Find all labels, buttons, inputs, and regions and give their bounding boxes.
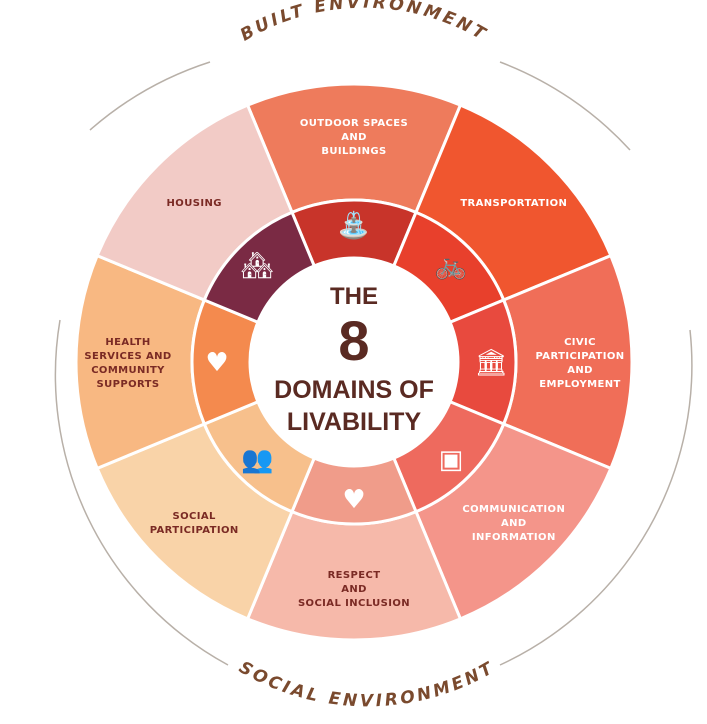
center-title-the: THE — [330, 283, 378, 310]
domain-label-civic-participation-and-employment: CIVIC PARTICIPATION AND EMPLOYMENT — [536, 337, 625, 390]
built-environment-text: BUILT ENVIRONMENT — [237, 0, 488, 45]
domain-label-outdoor-spaces-and-buildings: OUTDOOR SPACES AND BUILDINGS — [300, 118, 408, 157]
domain-label-line: SOCIAL — [173, 511, 217, 522]
domain-label-line: SUPPORTS — [97, 379, 160, 390]
people-icon: 👥 — [241, 445, 273, 475]
built-environment-arc — [89, 61, 211, 131]
park-icon: ⛲ — [338, 210, 370, 241]
houses-icon: 🏘 — [241, 251, 274, 281]
center-circle — [250, 258, 458, 466]
social-environment-arc — [54, 319, 229, 666]
domain-label-line: COMMUNITY — [91, 365, 165, 376]
domain-label-line: OUTDOOR SPACES — [300, 118, 408, 129]
domain-label-line: COMMUNICATION — [462, 504, 565, 515]
built-environment-label: BUILT ENVIRONMENT — [237, 0, 491, 45]
domain-label-line: INFORMATION — [472, 532, 556, 543]
building-columns-icon: 🏛 — [474, 348, 507, 378]
center-title-number: 8 — [338, 309, 369, 372]
domain-label-line: AND — [567, 365, 593, 376]
domain-label-line: PARTICIPATION — [150, 525, 239, 536]
domain-label-line: AND — [341, 132, 367, 143]
social-environment-text: SOCIAL ENVIRONMENT — [235, 658, 495, 712]
domain-label-line: HEALTH — [105, 337, 150, 348]
domain-label-line: SERVICES AND — [84, 351, 171, 362]
domain-label-line: HOUSING — [167, 198, 222, 209]
domain-label-line: AND — [341, 584, 367, 595]
monitor-icon: ▣ — [439, 445, 464, 475]
bicycle-icon: 🚲 — [435, 251, 467, 281]
domain-label-line: EMPLOYMENT — [539, 379, 621, 390]
center-title-livability: LIVABILITY — [287, 408, 422, 436]
domain-label-line: TRANSPORTATION — [460, 198, 567, 209]
domain-label-line: AND — [501, 518, 527, 529]
domain-label-communication-and-information: COMMUNICATION AND INFORMATION — [462, 504, 565, 543]
heart-hands-icon: ♥ — [342, 485, 365, 515]
domain-label-line: PARTICIPATION — [536, 351, 625, 362]
domain-label-transportation: TRANSPORTATION — [460, 198, 567, 209]
built-environment-arc — [499, 61, 631, 151]
domain-label-line: CIVIC — [564, 337, 596, 348]
domain-label-line: RESPECT — [328, 570, 381, 581]
domain-label-line: SOCIAL INCLUSION — [298, 598, 410, 609]
center-title-domains: DOMAINS OF — [274, 376, 434, 404]
heart-pulse-icon: ♥ — [205, 348, 228, 378]
domain-label-line: BUILDINGS — [321, 146, 386, 157]
social-environment-arc — [499, 329, 693, 666]
domain-label-housing: HOUSING — [167, 198, 222, 209]
domain-label-social-participation: SOCIAL PARTICIPATION — [150, 511, 239, 536]
domain-label-health-services-and-community-supports: HEALTH SERVICES AND COMMUNITY SUPPORTS — [84, 337, 171, 390]
domain-label-respect-and-social-inclusion: RESPECT AND SOCIAL INCLUSION — [298, 570, 410, 609]
social-environment-label: SOCIAL ENVIRONMENT — [235, 658, 498, 712]
